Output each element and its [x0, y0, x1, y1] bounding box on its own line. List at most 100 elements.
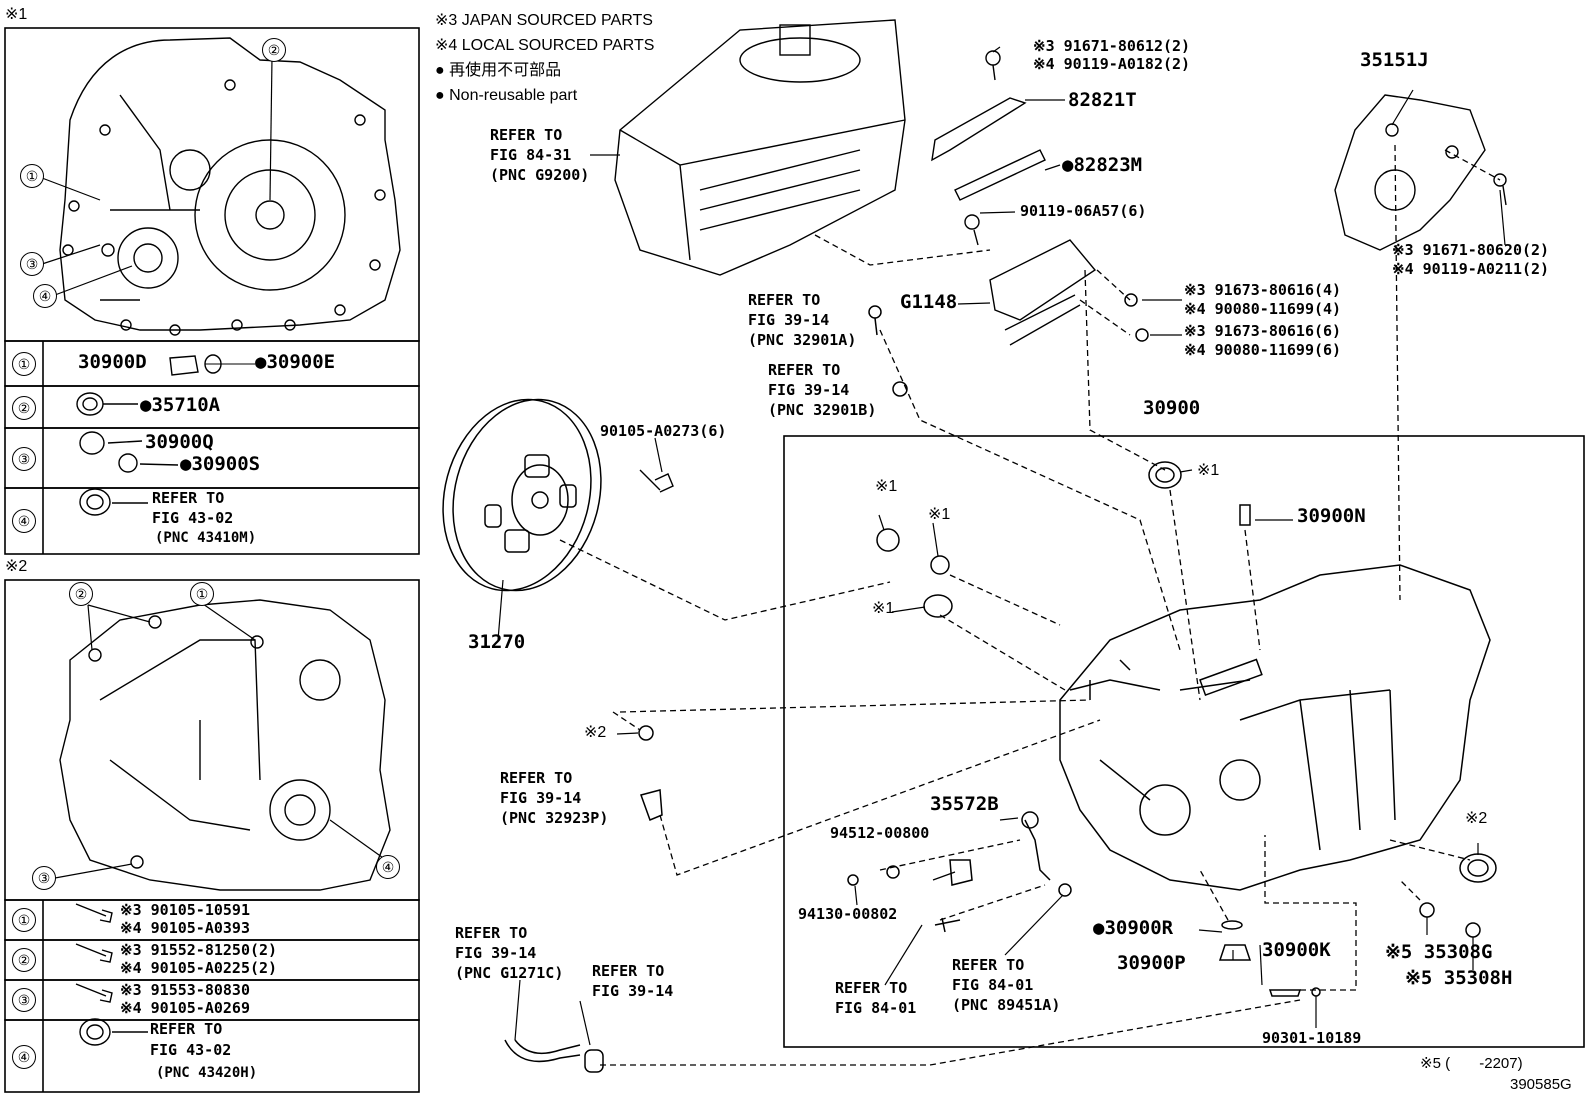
row2-num-1: ① [12, 908, 36, 932]
refer-84-01b-line2[interactable]: FIG 84-01 [952, 976, 1034, 994]
part-35308G[interactable]: ※5 35308G [1385, 941, 1493, 963]
bolt-91553-80830[interactable]: ※3 91553-80830 [120, 981, 250, 999]
bolt-90105-A0269[interactable]: ※4 90105-A0269 [120, 999, 250, 1017]
row-num-4: ④ [12, 509, 36, 533]
refer-g9200-line1[interactable]: REFER TO [490, 126, 563, 144]
refer-39-14-line1[interactable]: REFER TO [592, 962, 665, 980]
part-30900S[interactable]: ●30900S [180, 453, 261, 475]
callout-3[interactable]: ③ [20, 252, 44, 276]
mark-x2-bolt: ※2 [584, 724, 607, 741]
callout2-3[interactable]: ③ [32, 866, 56, 890]
part-82823M[interactable]: ●82823M [1062, 154, 1143, 176]
part-30900R[interactable]: ●30900R [1093, 917, 1174, 939]
part-G1148[interactable]: G1148 [900, 291, 958, 313]
part-82821T[interactable]: 82821T [1068, 89, 1137, 111]
part-94130-00802[interactable]: 94130-00802 [798, 905, 898, 923]
row2-num-2: ② [12, 948, 36, 972]
refer-84-01b-line1[interactable]: REFER TO [952, 956, 1025, 974]
refer-to-43420H-line3[interactable]: (PNC 43420H) [156, 1065, 258, 1081]
refer-32923P-line1[interactable]: REFER TO [500, 769, 573, 787]
part-30900N[interactable]: 30900N [1297, 505, 1366, 527]
plug2-icon [79, 431, 105, 455]
part-35151J[interactable]: 35151J [1360, 49, 1429, 71]
part-91673-80616-6[interactable]: ※3 91673-80616(6) [1184, 322, 1342, 340]
bolt-90105-A0225[interactable]: ※4 90105-A0225(2) [120, 959, 278, 977]
callout-2[interactable]: ② [262, 38, 286, 62]
refer-g9200-line3[interactable]: (PNC G9200) [490, 166, 590, 184]
sensor-30900N [1239, 504, 1251, 526]
part-94512-00800[interactable]: 94512-00800 [830, 824, 930, 842]
plug-x1 [876, 528, 900, 552]
refer-to-43410M-line3[interactable]: (PNC 43410M) [155, 530, 257, 546]
part-90301-10189[interactable]: 90301-10189 [1262, 1029, 1362, 1047]
seal2-icon [79, 488, 111, 516]
part-91671-80612[interactable]: ※3 91671-80612(2) [1033, 37, 1191, 55]
oil-seal-30900 [1148, 461, 1182, 489]
bolt-icon [75, 903, 113, 923]
part-90080-11699-6[interactable]: ※4 90080-11699(6) [1184, 341, 1342, 359]
part-90105-A0273[interactable]: 90105-A0273(6) [600, 422, 727, 440]
refer-84-01a-line1[interactable]: REFER TO [835, 979, 908, 997]
refer-32901B-line1[interactable]: REFER TO [768, 361, 841, 379]
bolt-icon [75, 943, 113, 963]
row2-num-4: ④ [12, 1045, 36, 1069]
refer-32901A-line2[interactable]: FIG 39-14 [748, 311, 830, 329]
part-35710A[interactable]: ●35710A [140, 394, 221, 416]
mark-x2-seal: ※2 [1465, 810, 1488, 827]
part-90119-A0211[interactable]: ※4 90119-A0211(2) [1392, 260, 1550, 278]
callout2-4[interactable]: ④ [376, 855, 400, 879]
refer-32901B-line2[interactable]: FIG 39-14 [768, 381, 850, 399]
diagram-code: 390585G [1510, 1076, 1572, 1093]
part-91671-80620[interactable]: ※3 91671-80620(2) [1392, 241, 1550, 259]
part-30900P[interactable]: 30900P [1117, 952, 1186, 974]
refer-32923P-line3[interactable]: (PNC 32923P) [500, 809, 609, 827]
refer-g1271c-line3[interactable]: (PNC G1271C) [455, 964, 564, 982]
refer-32901A-line1[interactable]: REFER TO [748, 291, 821, 309]
bolt-90105-10591[interactable]: ※3 90105-10591 [120, 901, 250, 919]
refer-to-43420H-line1[interactable]: REFER TO [150, 1020, 223, 1038]
refer-32901B-line3[interactable]: (PNC 32901B) [768, 401, 877, 419]
refer-32901A-line3[interactable]: (PNC 32901A) [748, 331, 857, 349]
refer-84-01a-line2[interactable]: FIG 84-01 [835, 999, 917, 1017]
callout2-1[interactable]: ① [190, 582, 214, 606]
legend-nonreusable-en: ● Non-reusable part [435, 87, 578, 104]
refer-g1271c-line1[interactable]: REFER TO [455, 924, 528, 942]
refer-39-14-line2[interactable]: FIG 39-14 [592, 982, 674, 1000]
refer-g1271c-line2[interactable]: FIG 39-14 [455, 944, 537, 962]
mark-x1-seal2: ※1 [872, 600, 895, 617]
refer-to-43410M-line1[interactable]: REFER TO [152, 489, 225, 507]
part-90119-06A57[interactable]: 90119-06A57(6) [1020, 202, 1147, 220]
section-1-label: ※1 [5, 6, 28, 23]
part-35572B[interactable]: 35572B [930, 793, 999, 815]
callout-4[interactable]: ④ [33, 284, 57, 308]
section-5-label: ※5 ( -2207) [1420, 1055, 1523, 1072]
bolt-90105-A0393[interactable]: ※4 90105-A0393 [120, 919, 250, 937]
part-30900D[interactable]: 30900D [78, 351, 147, 373]
part-30900E[interactable]: ●30900E [255, 351, 336, 373]
refer-32923P-line2[interactable]: FIG 39-14 [500, 789, 582, 807]
part-30900Q[interactable]: 30900Q [145, 431, 214, 453]
callout-1[interactable]: ① [20, 164, 44, 188]
row-num-2: ② [12, 396, 36, 420]
part-91673-80616-4[interactable]: ※3 91673-80616(4) [1184, 281, 1342, 299]
part-90080-11699-4[interactable]: ※4 90080-11699(4) [1184, 300, 1342, 318]
legend-nonreusable-jp: ● 再使用不可部品 [435, 62, 562, 79]
part-90119-A0182[interactable]: ※4 90119-A0182(2) [1033, 55, 1191, 73]
box1-frame [4, 27, 420, 555]
part-35308H[interactable]: ※5 35308H [1405, 967, 1513, 989]
row-num-1: ① [12, 352, 36, 376]
refer-84-01b-line3[interactable]: (PNC 89451A) [952, 996, 1061, 1014]
callout2-2[interactable]: ② [69, 582, 93, 606]
oring-icon [118, 453, 138, 473]
row-num-3: ③ [12, 447, 36, 471]
part-30900K[interactable]: 30900K [1262, 939, 1331, 961]
part-31270[interactable]: 31270 [468, 631, 526, 653]
refer-to-43410M-line2[interactable]: FIG 43-02 [152, 509, 234, 527]
seal-icon [79, 1018, 111, 1046]
bolt-91552-81250[interactable]: ※3 91552-81250(2) [120, 941, 278, 959]
refer-to-43420H-line2[interactable]: FIG 43-02 [150, 1041, 232, 1059]
part-30900[interactable]: 30900 [1143, 397, 1201, 419]
refer-g9200-line2[interactable]: FIG 84-31 [490, 146, 572, 164]
